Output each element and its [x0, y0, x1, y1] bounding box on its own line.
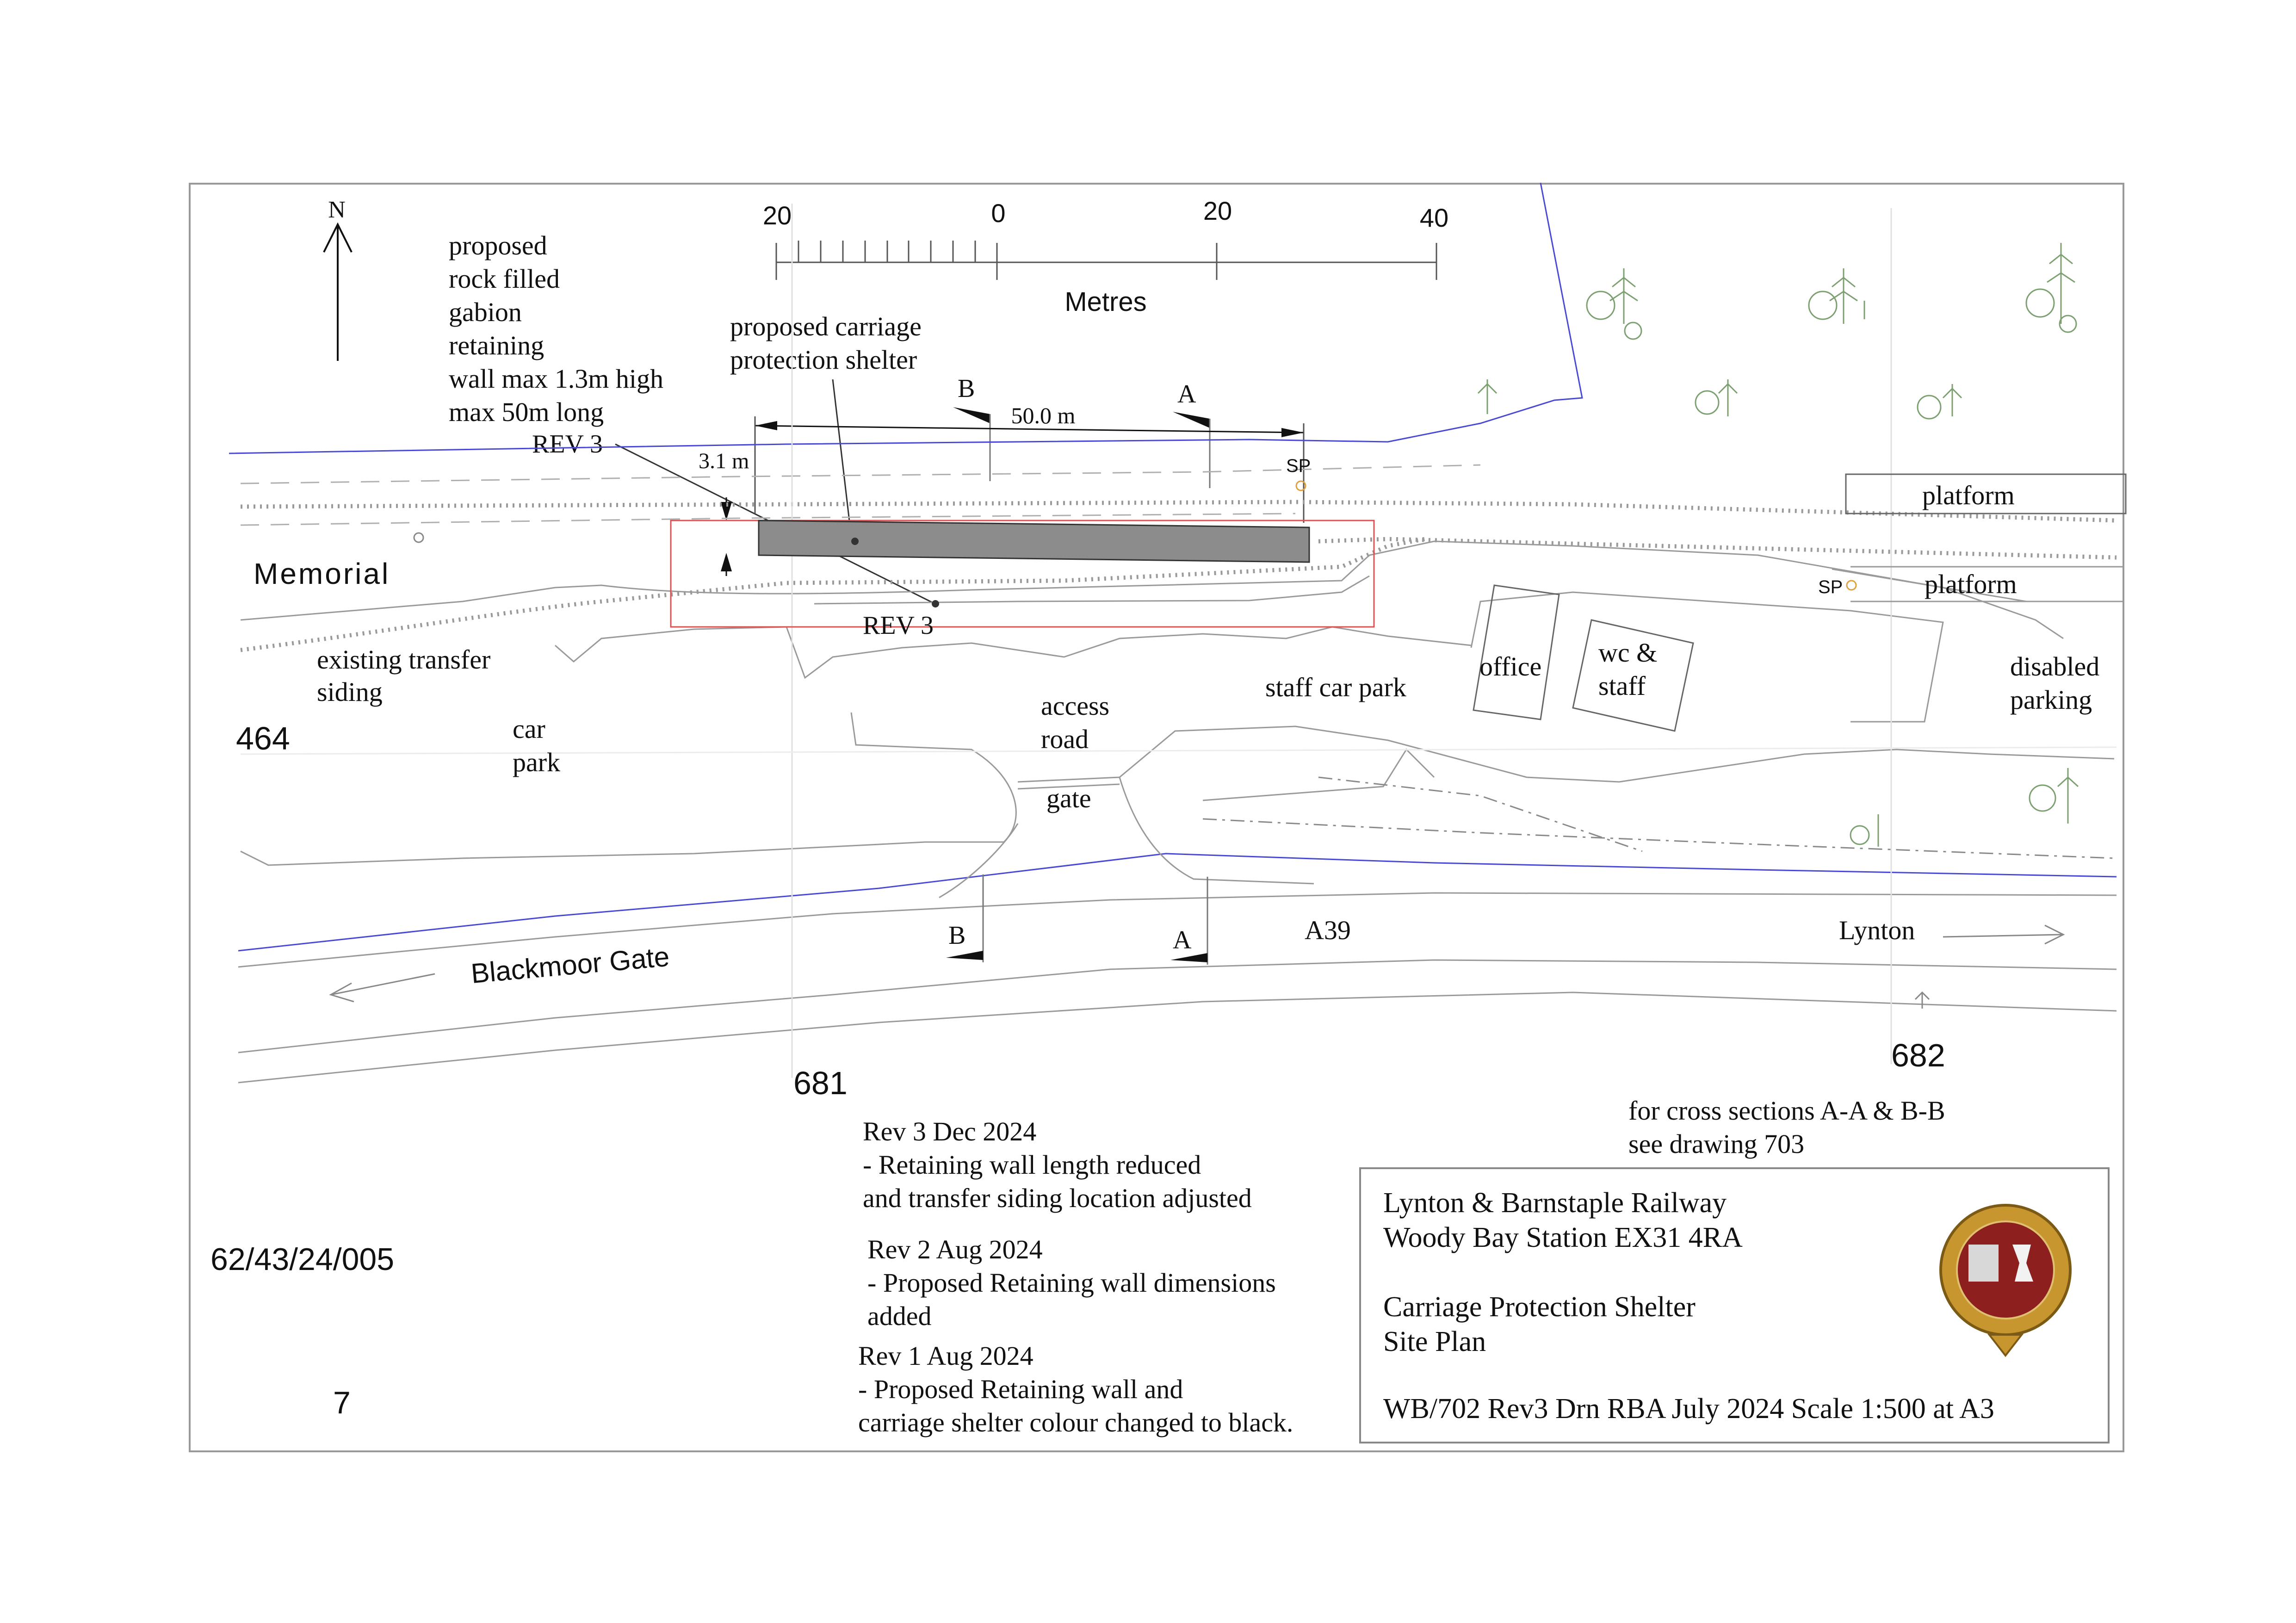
scale-tick-40: 40: [1420, 203, 1448, 232]
dimension-width-label: 3.1 m: [699, 449, 749, 473]
site-outline-1: [240, 540, 2027, 621]
railway-crest-icon: [1939, 1204, 2072, 1357]
scale-unit: Metres: [1064, 287, 1146, 317]
office-building: [1473, 584, 1560, 720]
siding-edge: [814, 575, 1370, 605]
platform-lower: [1850, 566, 2123, 602]
scale-bar: [775, 241, 1437, 280]
section-b-label-bottom: B: [948, 921, 965, 950]
a39-label: A39: [1305, 915, 1351, 945]
blackmoor-arrow-icon: [329, 973, 435, 1003]
siding-label: existing transfer siding: [317, 644, 497, 707]
lower-track-dashdot: [1202, 818, 2115, 859]
transfer-siding-track: [240, 537, 1425, 652]
memorial-marker: [413, 532, 424, 543]
platform-upper-label: platform: [1922, 480, 2015, 510]
gabion-note: proposed rock filled gabion retaining wa…: [449, 230, 670, 427]
scale-tick-20-right: 20: [1203, 196, 1232, 225]
north-label: N: [328, 197, 346, 223]
staff-car-park-outline: [1119, 725, 2115, 783]
wc-staff-label: wc & staff: [1598, 638, 1664, 701]
revision-3: Rev 3 Dec 2024 - Retaining wall length r…: [863, 1116, 1252, 1213]
main-line-track: [240, 500, 2117, 523]
memorial-label: Memorial: [254, 557, 390, 590]
rev3-point: [932, 600, 939, 607]
title-block: [1359, 1167, 2110, 1443]
disabled-parking-outline: [1832, 568, 2064, 639]
access-road-label: access road: [1041, 691, 1116, 754]
platform-upper: [1845, 473, 2127, 514]
a39-boundary: [238, 853, 2117, 952]
shelter-point: [851, 538, 859, 545]
section-marker-a-top: [1173, 412, 1211, 488]
boundary-dashed: [240, 464, 1481, 484]
road-south-edge: [238, 959, 2117, 1053]
boundary-dashed-2: [240, 513, 1296, 526]
grid-682-label: 682: [1891, 1037, 1945, 1073]
north-arrow-icon: [323, 222, 353, 361]
office-label: office: [1479, 651, 1541, 681]
section-marker-b-top: [953, 407, 991, 481]
gate-bar: [1017, 776, 1120, 790]
scale-tick-20-left: 20: [763, 201, 792, 230]
staff-car-park-label: staff car park: [1265, 672, 1406, 702]
section-a-label-top: A: [1177, 380, 1196, 409]
sp-marker-2: [1846, 580, 1857, 591]
drawing-frame: [189, 183, 2124, 1452]
platform-outline: [1470, 591, 1944, 723]
section-a-label-bottom: A: [1173, 926, 1192, 954]
access-road-west: [939, 823, 1019, 898]
section-marker-a-bottom: [1170, 877, 1208, 965]
revision-2: Rev 2 Aug 2024 - Proposed Retaining wall…: [867, 1234, 1282, 1331]
sheet-number: 7: [333, 1385, 351, 1420]
sp-marker-1: [1295, 480, 1306, 491]
platform-lower-label: platform: [1925, 569, 2017, 599]
section-b-label-top: B: [958, 374, 975, 403]
lynton-label: Lynton: [1839, 915, 1915, 945]
grid-464: [240, 746, 2117, 755]
drawing-reference: 62/43/24/005: [210, 1242, 394, 1277]
lynton-arrow-icon: [1914, 924, 2065, 1009]
shelter-note: proposed carriage protection shelter: [730, 311, 928, 375]
dimension-length: [754, 416, 1305, 523]
disabled-parking-label: disabled parking: [2010, 651, 2106, 715]
sp-label-1: SP: [1286, 456, 1311, 476]
section-marker-b-bottom: [946, 874, 984, 962]
site-outline-2: [555, 626, 1472, 679]
lower-outline: [1202, 748, 1435, 801]
car-park-label: car park: [513, 714, 560, 777]
grid-681-label: 681: [793, 1065, 848, 1101]
carriage-shelter: [758, 520, 1310, 563]
title-block-footer: WB/702 Rev3 Drn RBA July 2024 Scale 1:50…: [1383, 1393, 1994, 1425]
revision-1: Rev 1 Aug 2024 - Proposed Retaining wall…: [858, 1341, 1293, 1437]
title-block-text: Lynton & Barnstaple Railway Woody Bay St…: [1383, 1187, 1748, 1357]
site-boundary-north: [229, 182, 1583, 454]
access-road-east: [1119, 777, 1314, 885]
blackmoor-gate-label: Blackmoor Gate: [470, 941, 670, 989]
tree-icon: [1477, 243, 2079, 847]
dimension-length-label: 50.0 m: [1011, 403, 1076, 428]
wc-staff-building: [1572, 619, 1694, 732]
dimension-width: [721, 497, 732, 576]
cross-section-note: for cross sections A-A & B-B see drawing…: [1628, 1096, 1952, 1159]
sp-label-2: SP: [1818, 577, 1843, 597]
road-north-edge: [238, 892, 2117, 968]
rev3-label-top: REV 3: [532, 430, 603, 458]
scale-tick-0: 0: [991, 198, 1005, 228]
shelter-leader: [832, 379, 852, 537]
rev3-label-bottom: REV 3: [863, 611, 934, 640]
car-park-outline: [240, 712, 1017, 866]
gate-label: gate: [1046, 783, 1091, 813]
grid-464-label: 464: [236, 720, 290, 756]
road-verge: [238, 991, 2117, 1084]
redline-boundary: [670, 520, 1375, 628]
